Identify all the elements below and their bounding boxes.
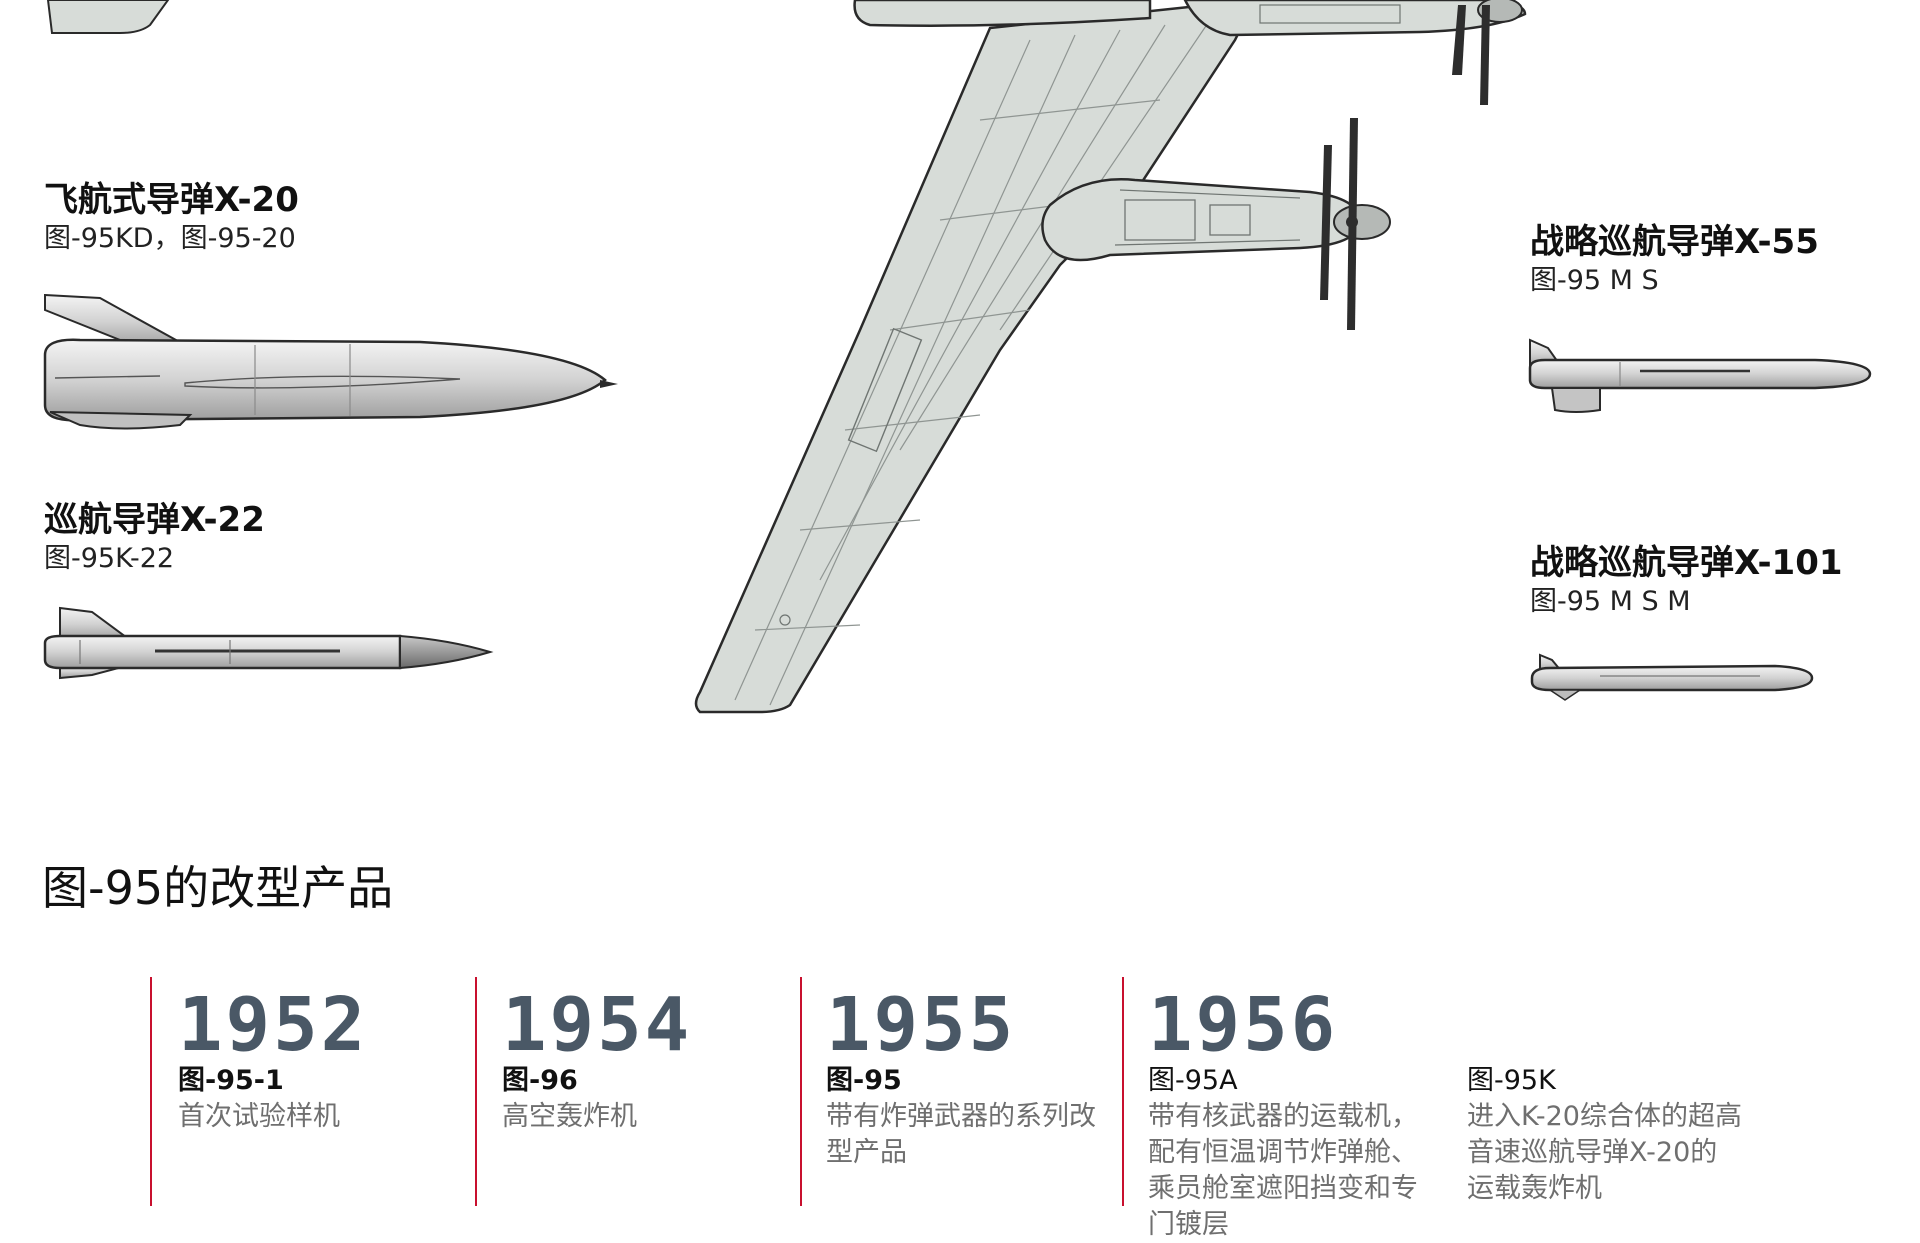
missile-block-x101: 战略巡航导弹X-101 图-95 M S M: [1530, 543, 1843, 619]
timeline-description: 带有核武器的运载机，配有恒温调节炸弹舱、乘员舱室遮阳挡变和专门镀层: [1148, 1101, 1418, 1240]
missile-block-x22: 巡航导弹X-22 图-95K-22: [44, 500, 265, 576]
timeline-year: 1954: [502, 982, 693, 1068]
timeline-description: 带有炸弹武器的系列改型产品: [826, 1101, 1096, 1168]
timeline-model: 图-96: [502, 1065, 578, 1096]
timeline-entry: 1955 图-95 带有炸弹武器的系列改型产品: [826, 985, 1101, 1171]
timeline-year: 1955: [826, 982, 1017, 1068]
timeline-model: 图-95A: [1148, 1065, 1238, 1096]
bomber-engine-lower: [1041, 118, 1391, 330]
wing-fragment: [46, 0, 170, 34]
timeline-entry: 1952 图-95-1 首次试验样机: [178, 985, 453, 1135]
missile-carrier: 图-95KD，图-95-20: [44, 223, 296, 254]
timeline-model: 图-95-1: [178, 1065, 284, 1096]
timeline-entry: 1954 图-96 高空轰炸机: [502, 985, 777, 1135]
bomber-wing: [694, 0, 1257, 714]
timeline-divider: [800, 977, 802, 1206]
timeline-year: 1952: [178, 982, 369, 1068]
missile-name: 战略巡航导弹X-101: [1530, 543, 1843, 583]
timeline-entry: 图-95K 进入K-20综合体的超高音速巡航导弹X-20的运载轰炸机: [1467, 985, 1742, 1207]
missile-name: 巡航导弹X-22: [44, 500, 265, 540]
timeline-description: 高空轰炸机: [502, 1101, 637, 1132]
missile-x20-illustration: [43, 293, 618, 430]
missile-block-x55: 战略巡航导弹X-55 图-95 M S: [1530, 222, 1819, 298]
infographic-canvas: 飞航式导弹X-20 图-95KD，图-95-20 巡航导弹X-22 图-95K-…: [42, 0, 1872, 1240]
missile-x101-illustration: [1530, 653, 1814, 701]
timeline-model: 图-95K: [1467, 1065, 1556, 1096]
bomber-engine-top: [853, 0, 1527, 105]
timeline-description: 首次试验样机: [178, 1101, 340, 1132]
timeline-divider: [475, 977, 477, 1206]
aircraft-illustration: [43, 0, 1872, 714]
section-title: 图-95的改型产品: [42, 861, 394, 915]
missile-x55-illustration: [1528, 338, 1872, 413]
timeline-model: 图-95: [826, 1065, 902, 1096]
missile-carrier: 图-95K-22: [44, 543, 175, 574]
missile-name: 飞航式导弹X-20: [44, 180, 299, 220]
missile-block-x20: 飞航式导弹X-20 图-95KD，图-95-20: [44, 180, 299, 256]
timeline-divider: [150, 977, 152, 1206]
missile-carrier: 图-95 M S: [1530, 265, 1659, 296]
timeline-entry: 1956 图-95A 带有核武器的运载机，配有恒温调节炸弹舱、乘员舱室遮阳挡变和…: [1148, 985, 1423, 1243]
missile-x22-illustration: [43, 606, 494, 680]
timeline-divider: [1122, 977, 1124, 1206]
timeline-year: 1956: [1148, 982, 1339, 1068]
timeline-description: 进入K-20综合体的超高音速巡航导弹X-20的运载轰炸机: [1467, 1101, 1742, 1204]
missile-name: 战略巡航导弹X-55: [1530, 222, 1819, 262]
missile-carrier: 图-95 M S M: [1530, 586, 1691, 617]
